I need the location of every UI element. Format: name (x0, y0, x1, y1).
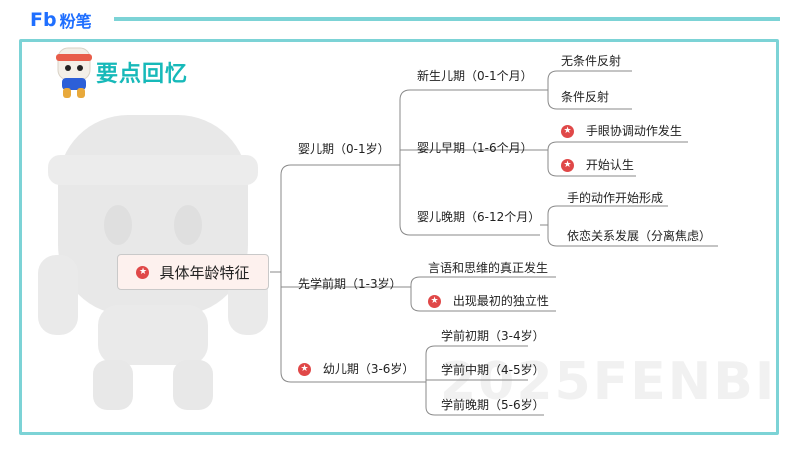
branch-preschool[interactable]: ★ 幼儿期（3-6岁） (298, 361, 414, 377)
star-icon: ★ (428, 295, 441, 308)
mascot-icon (56, 47, 92, 98)
watermark-text: 2025FENBI (440, 352, 777, 412)
logo-mark: Fb (30, 9, 57, 31)
header-bar (114, 17, 780, 21)
leaf-eye-hand-coordination[interactable]: ★ 手眼协调动作发生 (561, 123, 682, 139)
branch-preschool-label: 幼儿期（3-6岁） (322, 362, 415, 376)
leaf-independence[interactable]: ★ 出现最初的独立性 (428, 293, 549, 309)
leaf-preschool-late[interactable]: 学前晚期（5-6岁） (441, 398, 545, 412)
star-icon: ★ (561, 125, 574, 138)
star-icon: ★ (561, 159, 574, 172)
leaf-eye-hand-label: 手眼协调动作发生 (585, 124, 682, 138)
star-icon: ★ (136, 265, 150, 279)
leaf-language-thinking[interactable]: 言语和思维的真正发生 (428, 261, 549, 275)
leaf-independence-label: 出现最初的独立性 (452, 294, 549, 308)
logo-text: 粉笔 (59, 12, 92, 31)
stage-early-infancy[interactable]: 婴儿早期（1-6个月） (417, 141, 533, 155)
leaf-stranger-anxiety[interactable]: ★ 开始认生 (561, 157, 634, 173)
leaf-attachment[interactable]: 依恋关系发展（分离焦虑） (567, 229, 712, 243)
root-node[interactable]: ★ 具体年龄特征 (117, 254, 269, 290)
leaf-stranger-anxiety-label: 开始认生 (585, 158, 634, 172)
content-frame (19, 39, 779, 435)
brand-logo: Fb 粉笔 (30, 8, 92, 32)
leaf-preschool-middle[interactable]: 学前中期（4-5岁） (441, 363, 545, 377)
root-label: 具体年龄特征 (159, 263, 250, 282)
section-heading: 要点回忆 (96, 62, 189, 87)
branch-toddler[interactable]: 先学前期（1-3岁） (298, 277, 402, 291)
leaf-hand-action[interactable]: 手的动作开始形成 (567, 191, 664, 205)
leaf-unconditioned-reflex[interactable]: 无条件反射 (561, 54, 622, 68)
leaf-conditioned-reflex[interactable]: 条件反射 (561, 90, 610, 104)
leaf-preschool-early[interactable]: 学前初期（3-4岁） (441, 329, 545, 343)
branch-infant[interactable]: 婴儿期（0-1岁） (298, 142, 390, 156)
stage-newborn[interactable]: 新生儿期（0-1个月） (417, 69, 533, 83)
stage-late-infancy[interactable]: 婴儿晚期（6-12个月） (417, 210, 541, 224)
star-icon: ★ (298, 363, 311, 376)
